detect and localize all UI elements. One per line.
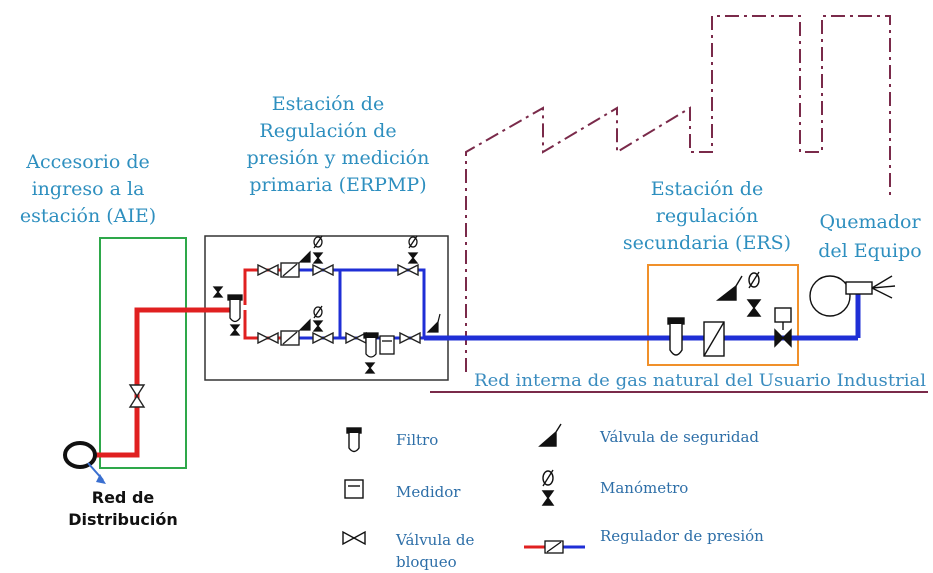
- legend-safety-valve-icon: [538, 423, 562, 447]
- ers-box: [647, 264, 799, 366]
- distribution-network-symbol: [63, 441, 106, 484]
- legend-meter-label: Medidor: [396, 483, 461, 501]
- erpmp-inlet-filter: [212, 286, 243, 336]
- ers-label-line-1: Estación de: [651, 178, 763, 200]
- erpmp-manometers: [312, 235, 419, 332]
- legend-block-valve-label-line-2: bloqueo: [396, 553, 457, 571]
- aie-label-line-3: estación (AIE): [20, 205, 156, 227]
- legend-regulator-icon: [524, 540, 585, 554]
- erpmp-filter-meter: [363, 332, 395, 374]
- burner-equipment: [809, 275, 896, 317]
- legend-manometer-icon: [541, 469, 555, 506]
- red-distribucion-label-line-2: Distribución: [68, 510, 178, 529]
- legend-block-valve-icon: [342, 530, 366, 546]
- aie-block-valve: [128, 384, 146, 408]
- aie-box: [99, 237, 187, 469]
- ers-label-line-2: regulación: [656, 205, 759, 227]
- red-interna-label: Red interna de gas natural del Usuario I…: [474, 371, 926, 391]
- red-distribucion-label-line-1: Red de: [92, 488, 155, 507]
- erpmp-label-line-4: primaria (ERPMP): [249, 174, 426, 196]
- erpmp-regulators: [280, 262, 300, 346]
- burner-label-line-2: del Equipo: [818, 240, 921, 262]
- aie-label-line-1: Accesorio de: [25, 151, 149, 173]
- erpmp-label-line-3: presión y medición: [247, 147, 430, 169]
- burner-label-line-1: Quemador: [819, 211, 921, 233]
- legend-safety-valve-label: Válvula de seguridad: [599, 428, 759, 446]
- industrial-building-outline: [465, 15, 891, 372]
- high-pressure-branch-lower: [243, 310, 285, 340]
- ers-label-line-3: secundaria (ERS): [623, 232, 791, 254]
- erpmp-box: [204, 235, 449, 381]
- erpmp-label-line-1: Estación de: [272, 93, 384, 115]
- aie-label-line-2: ingreso a la: [32, 178, 145, 200]
- legend-regulator-label: Regulador de presión: [600, 527, 764, 545]
- high-pressure-branch-upper: [243, 268, 285, 305]
- legend-block-valve-label-line-1: Válvula de: [395, 531, 474, 549]
- erpmp-safety-valves: [298, 250, 441, 333]
- legend-manometer-label: Manómetro: [600, 479, 688, 497]
- erpmp-label-line-2: Regulación de: [259, 120, 396, 142]
- high-pressure-pipe: [95, 307, 230, 458]
- erpmp-block-valves: [257, 263, 421, 345]
- legend-meter-icon: [344, 479, 364, 499]
- legend-filter-icon: [346, 427, 362, 453]
- ers-equipment: [667, 271, 792, 357]
- legend-filter-label: Filtro: [396, 431, 438, 449]
